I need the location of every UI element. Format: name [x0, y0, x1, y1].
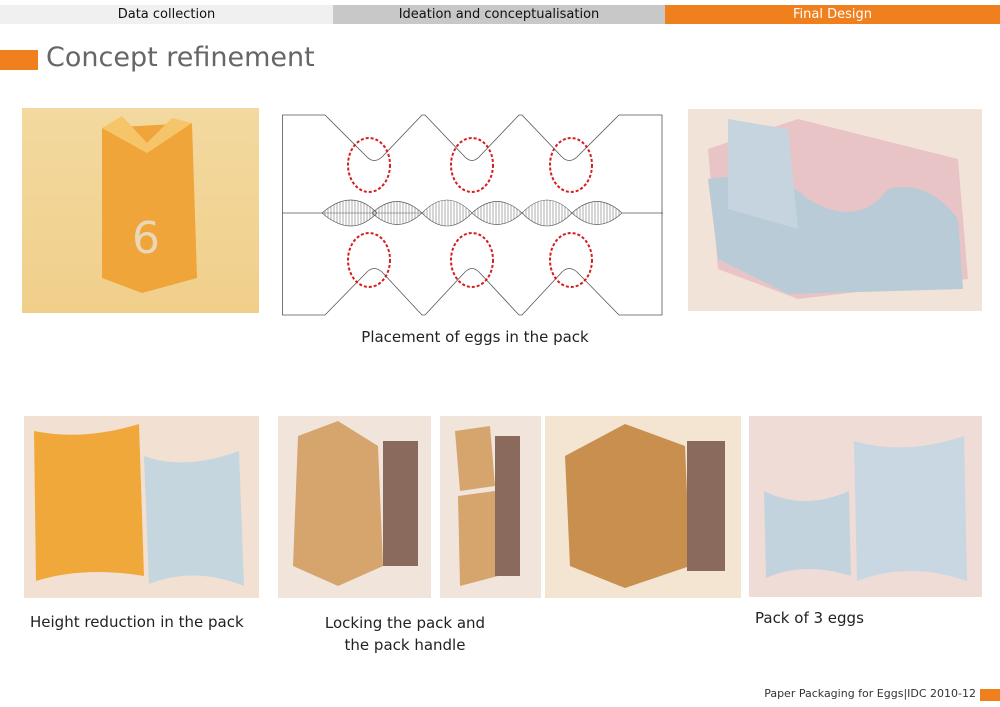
- tab-ideation[interactable]: Ideation and conceptualisation: [333, 5, 665, 24]
- caption-placement: Placement of eggs in the pack: [361, 328, 589, 346]
- photo-closed-pack: [545, 416, 741, 598]
- tab-final-design[interactable]: Final Design: [665, 5, 1000, 24]
- caption-locking-line2: the pack handle: [344, 636, 466, 654]
- page-title: Concept refinement: [46, 42, 315, 73]
- caption-locking-line1: Locking the pack and: [324, 614, 486, 632]
- photo-locking-pack: [278, 416, 431, 598]
- egg-placement-diagram: [282, 112, 663, 318]
- tab-data-collection[interactable]: Data collection: [0, 5, 333, 24]
- photo-pack-of-3: [749, 416, 982, 597]
- photo-pack-handle: [440, 416, 541, 598]
- footer-text: Paper Packaging for Eggs|IDC 2010-12: [764, 687, 976, 700]
- photo-height-reduction: [24, 416, 259, 598]
- title-marker: [0, 50, 38, 70]
- photo-orange-pack: 6: [22, 108, 259, 313]
- svg-text:6: 6: [132, 213, 160, 264]
- caption-height-reduction: Height reduction in the pack: [30, 613, 244, 631]
- footer-accent: [980, 689, 1000, 701]
- caption-pack-of-3: Pack of 3 eggs: [755, 609, 864, 627]
- photo-blue-pink-prototype: [688, 109, 982, 311]
